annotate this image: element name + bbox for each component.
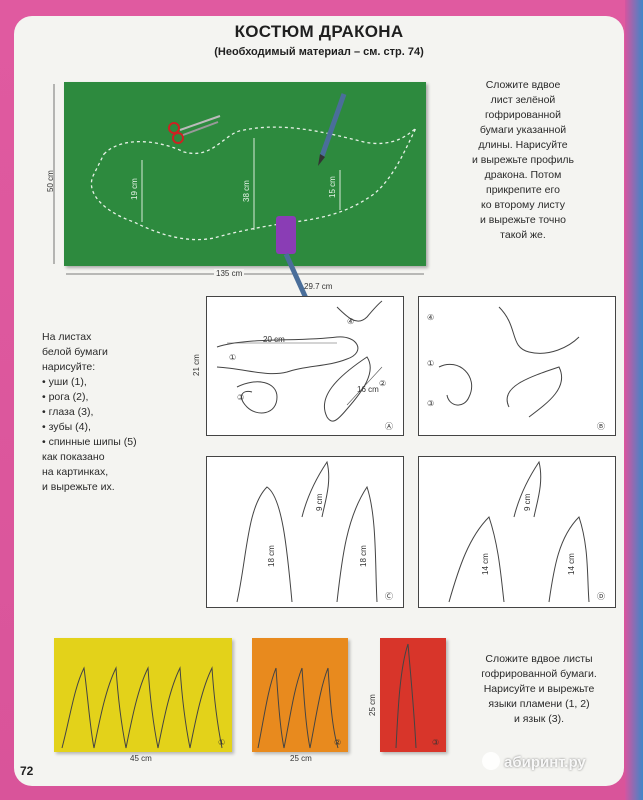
step1-line: и вырежьте точно [480, 214, 566, 226]
step3-line: Сложите вдвое листы [485, 653, 593, 665]
step2-line: • уши (1), [42, 376, 87, 388]
step2-text: На листах белой бумаги нарисуйте: • уши … [42, 330, 202, 495]
dim-fire1-width: 45 cm [130, 754, 152, 763]
label-num2: ② [379, 379, 387, 388]
step2-line: и вырежьте их. [42, 481, 115, 493]
template-sheet-c: 9 cm 18 cm 18 cm Ⓒ [206, 456, 404, 608]
tongue-outline [395, 643, 417, 749]
dim-green-width: 135 cm [214, 269, 245, 278]
label-num3: ③ [237, 393, 245, 402]
dim-spike-c1: 9 cm [315, 493, 324, 511]
sheet-c-drawing [236, 460, 378, 603]
dim-spike-d2: 14 cm [481, 553, 490, 575]
step2-line: белой бумаги [42, 346, 108, 358]
template-sheet-b: ④ ① ③ Ⓑ [418, 296, 616, 436]
step2-line: • зубы (4), [42, 421, 91, 433]
orange-paper-flames: ② [252, 638, 348, 752]
step1-line: Сложите вдвое [485, 79, 561, 91]
step2-line: • спинные шипы (5) [42, 436, 137, 448]
watermark: абиринт.ру [482, 752, 586, 771]
label-num1: ① [229, 353, 237, 362]
dim-fire2-width: 25 cm [290, 754, 312, 763]
dragon-profile-outline [90, 126, 417, 241]
red-paper-tongue: ③ [380, 638, 446, 752]
flame-outline [257, 667, 339, 749]
step1-line: бумаги указанной [479, 124, 567, 136]
step2-line: • рога (2), [42, 391, 89, 403]
green-paper-sheet: 19 cm 38 cm 15 cm [64, 82, 426, 266]
labirint-logo-icon [482, 752, 500, 770]
watermark-text: абиринт.ру [504, 754, 586, 771]
sheet-b-drawing [438, 306, 580, 418]
dim-spike-d1: 9 cm [523, 493, 532, 511]
label-num1: ① [218, 738, 226, 747]
step3-line: гофрированной бумаги. [481, 668, 597, 680]
step2-line: На листах [42, 331, 92, 343]
label-num3: ③ [432, 738, 440, 747]
step1-line: гофрированной [484, 109, 562, 121]
label-sheet-a: Ⓐ [385, 422, 393, 431]
label-num2: ② [334, 738, 342, 747]
label-sheet-d: Ⓓ [597, 592, 605, 601]
label-sheet-c: Ⓒ [385, 592, 393, 601]
step3-text: Сложите вдвое листы гофрированной бумаги… [454, 652, 624, 727]
step1-line: лист зелёной [490, 94, 556, 106]
dim-ear-width: 20 cm [263, 335, 285, 344]
label-num3: ③ [427, 399, 435, 408]
page-subtitle: (Необходимый материал – см. стр. 74) [214, 46, 424, 58]
dim-sheet-width: 29.7 cm [304, 282, 333, 291]
label-num4: ④ [427, 313, 435, 322]
step1-text: Сложите вдвое лист зелёной гофрированной… [428, 78, 618, 243]
dim-sheet-height: 21 cm [192, 354, 201, 376]
template-sheet-d: 9 cm 14 cm 14 cm Ⓓ [418, 456, 616, 608]
step3-line: языки пламени (1, 2) [488, 698, 590, 710]
template-sheet-a: 20 cm 16 cm ① ③ ② ④ Ⓐ [206, 296, 404, 436]
step1-line: такой же. [500, 229, 546, 241]
step2-line: на картинках, [42, 466, 109, 478]
flame-outline [61, 666, 223, 749]
label-num1: ① [427, 359, 435, 368]
dim-spike-c3: 18 cm [359, 545, 368, 567]
step2-line: как показано [42, 451, 105, 463]
dim-spike-c2: 18 cm [267, 545, 276, 567]
sheet-a-drawing [216, 300, 383, 422]
sheet-d-drawing [448, 460, 590, 603]
dim-horn-length: 16 cm [357, 385, 379, 394]
dim-spike-d3: 14 cm [567, 553, 576, 575]
label-num4: ④ [347, 317, 355, 326]
label-sheet-b: Ⓑ [597, 422, 605, 431]
step3-line: Нарисуйте и вырежьте [483, 683, 595, 695]
step2-line: • глаза (3), [42, 406, 94, 418]
yellow-paper-flames: ① [54, 638, 232, 752]
book-page: КОСТЮМ ДРАКОНА (Необходимый материал – с… [14, 16, 624, 786]
page-number: 72 [20, 764, 34, 778]
scissors-icon [168, 115, 221, 144]
pencil-icon [318, 93, 347, 166]
dim-fire3-height: 25 cm [368, 694, 377, 716]
page-title: КОСТЮМ ДРАКОНА [234, 22, 404, 41]
step3-line: и язык (3). [513, 713, 565, 725]
step1-line: прикрепите его [486, 184, 560, 196]
step1-line: ко второму листу [481, 199, 565, 211]
step2-line: нарисуйте: [42, 361, 96, 373]
dim-green-height: 50 cm [46, 170, 55, 192]
step1-line: дракона. Потом [484, 169, 562, 181]
step1-line: и вырежьте профиль [471, 154, 575, 166]
paper-clip-icon [276, 216, 296, 254]
step1-line: длины. Нарисуйте [478, 139, 568, 151]
